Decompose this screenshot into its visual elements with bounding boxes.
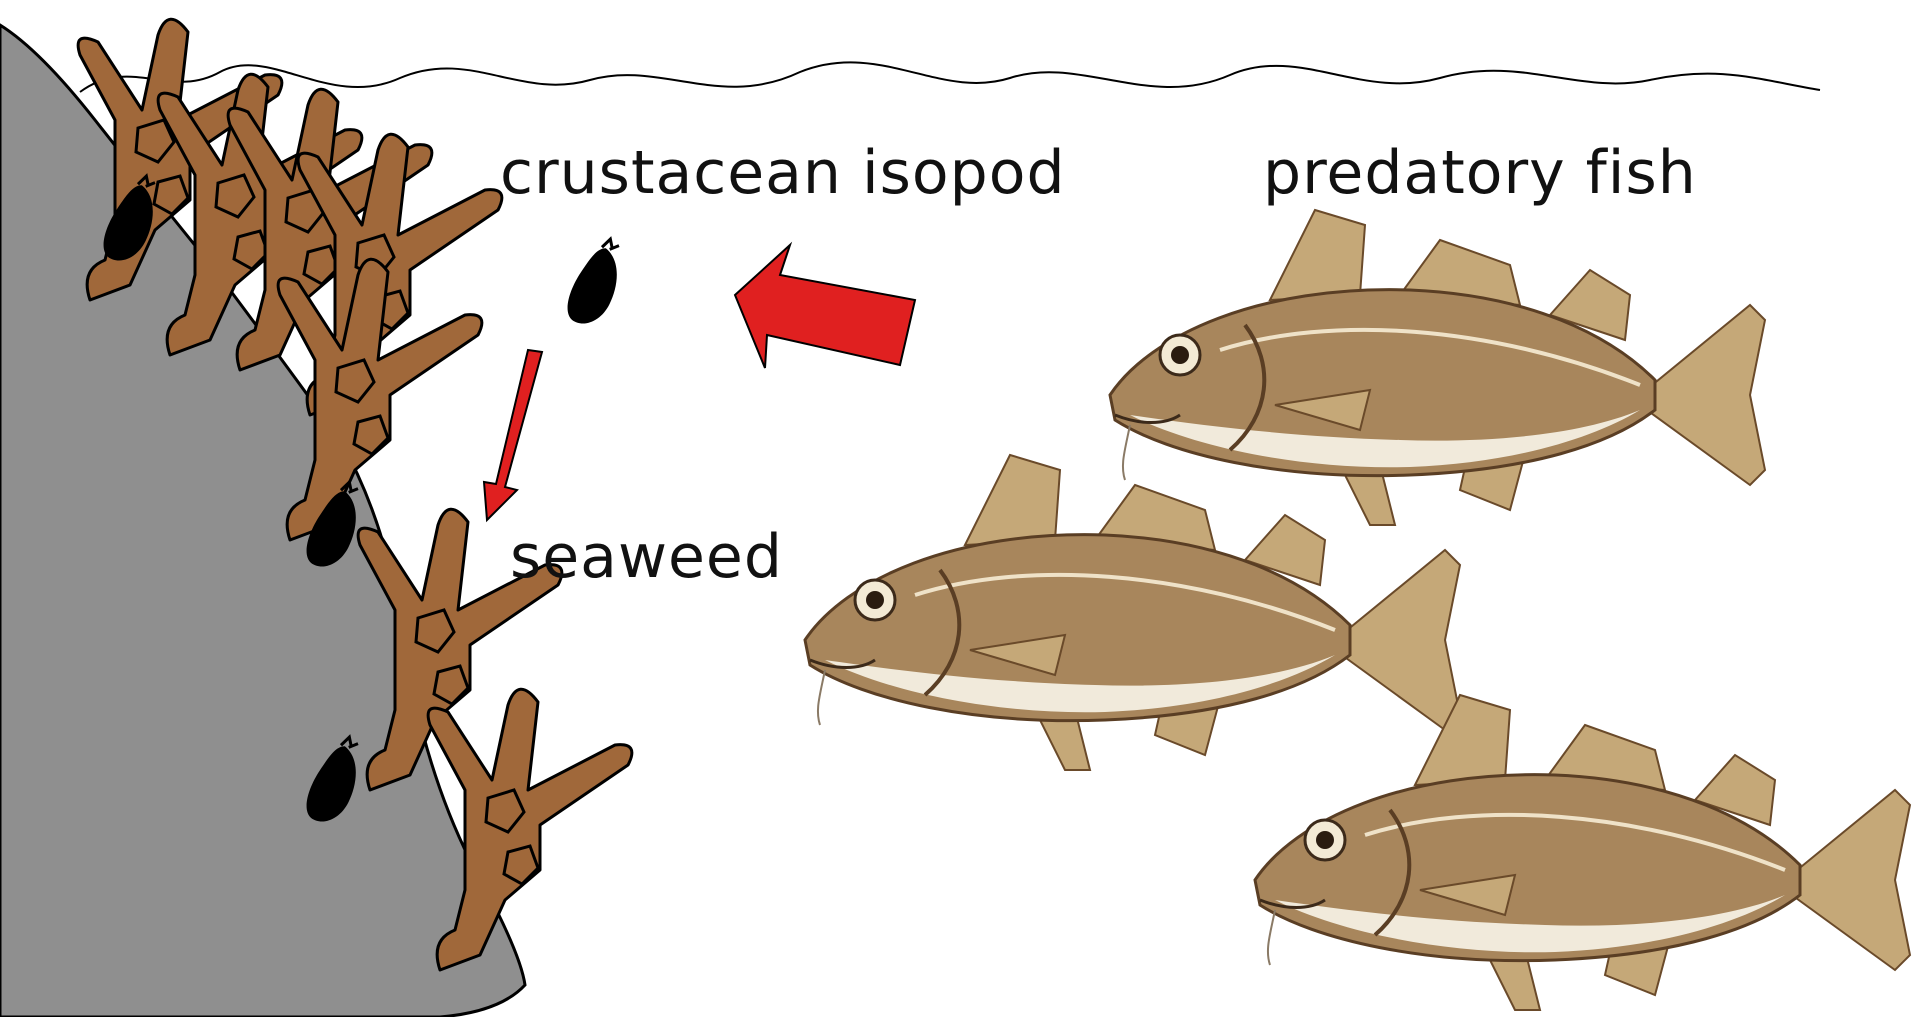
arrow-icon bbox=[735, 245, 915, 368]
arrow-icon bbox=[484, 350, 542, 520]
seaweed-label: seaweed bbox=[510, 522, 783, 592]
fish-icon bbox=[1255, 695, 1910, 1010]
water-surface-icon bbox=[80, 62, 1820, 92]
fish-icon bbox=[1110, 210, 1765, 525]
fish-label: predatory fish bbox=[1263, 138, 1697, 208]
isopod-icon bbox=[563, 233, 627, 330]
seaweed-icon bbox=[428, 689, 632, 970]
isopod-label: crustacean isopod bbox=[500, 138, 1066, 208]
